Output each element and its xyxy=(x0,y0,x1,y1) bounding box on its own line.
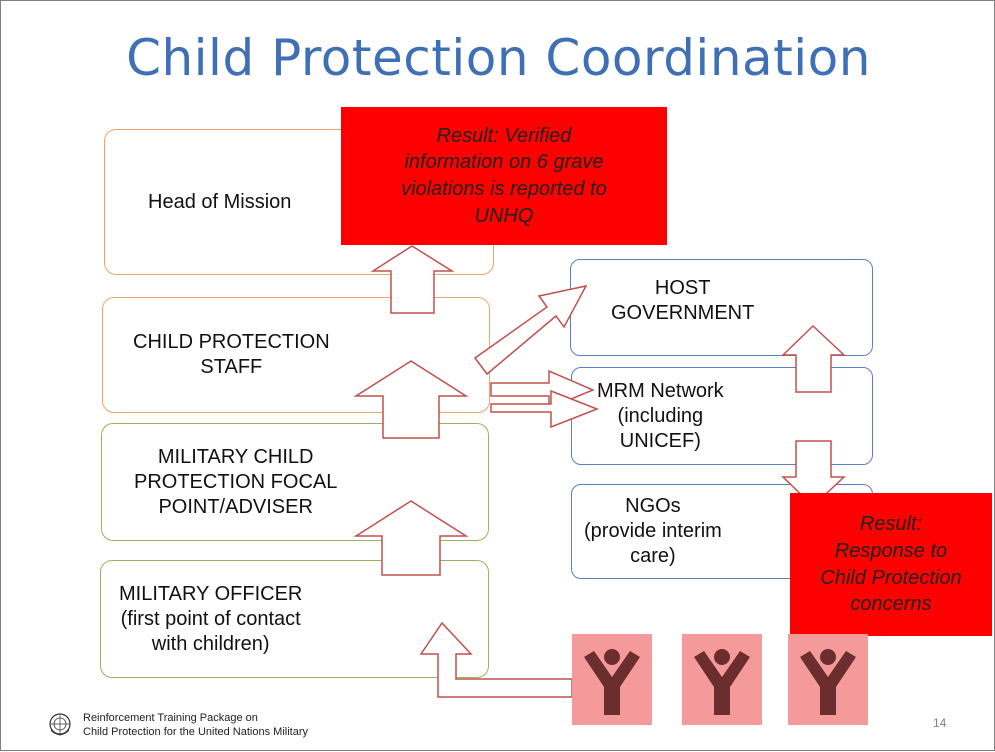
mrm-network-box: MRM Network (including UNICEF) xyxy=(571,367,873,465)
child-figure-icon xyxy=(584,648,640,715)
ngo-line3: care) xyxy=(630,545,676,567)
military-focal-line1: MILITARY CHILD xyxy=(157,445,314,468)
host-government-box: HOST GOVERNMENT xyxy=(570,259,873,356)
result-top-line1: Result: Verified xyxy=(436,124,572,147)
child-protection-staff-box: CHILD PROTECTION STAFF xyxy=(102,297,490,413)
child-figure-icon xyxy=(800,648,856,715)
host-government-line1: HOST xyxy=(654,277,711,299)
head-of-mission-label: Head of Mission xyxy=(148,190,292,213)
military-focal-point-box: MILITARY CHILD PROTECTION FOCAL POINT/AD… xyxy=(101,423,489,541)
result-bottom-line3: Child Protection xyxy=(820,566,962,589)
military-officer-line2: (first point of contact xyxy=(120,607,301,630)
result-bottom-line2: Response to xyxy=(834,539,948,562)
footer-line2: Child Protection for the United Nations … xyxy=(83,726,308,738)
host-government-line2: GOVERNMENT xyxy=(611,302,755,324)
ngo-line2: (provide interim xyxy=(584,520,722,542)
result-verified-info-box: Result: Verified information on 6 grave … xyxy=(341,107,667,245)
cp-staff-label-line1: CHILD PROTECTION xyxy=(133,331,330,353)
military-officer-box: MILITARY OFFICER (first point of contact… xyxy=(100,560,489,678)
slide-title: Child Protection Coordination xyxy=(126,29,871,87)
un-emblem-icon xyxy=(49,713,71,736)
page-number: 14 xyxy=(933,716,947,730)
cp-staff-label-line2: STAFF xyxy=(200,356,263,378)
result-bottom-line4: concerns xyxy=(850,593,932,616)
mrm-line1: MRM Network xyxy=(597,379,724,402)
military-focal-line2: PROTECTION FOCAL xyxy=(134,470,338,493)
result-top-line2: information on 6 grave xyxy=(404,151,604,174)
result-top-line3: violations is reported to xyxy=(401,178,607,200)
military-focal-line3: POINT/ADVISER xyxy=(158,495,313,518)
result-response-box: Result: Response to Child Protection con… xyxy=(790,493,992,636)
mrm-line3: UNICEF) xyxy=(619,429,701,452)
child-figure-icon xyxy=(694,648,750,715)
military-officer-line3: with children) xyxy=(151,632,270,655)
footer-caption: Reinforcement Training Package on Child … xyxy=(83,711,308,739)
result-bottom-line1: Result: xyxy=(859,513,923,536)
result-top-line4: UNHQ xyxy=(474,204,534,227)
child-figure-1 xyxy=(572,634,652,725)
ngo-line1: NGOs xyxy=(625,495,681,517)
child-figure-3 xyxy=(788,634,868,725)
mrm-line2: (including xyxy=(617,404,704,427)
military-officer-line1: MILITARY OFFICER xyxy=(119,582,303,605)
footer-line1: Reinforcement Training Package on xyxy=(83,712,258,724)
child-figure-2 xyxy=(682,634,762,725)
